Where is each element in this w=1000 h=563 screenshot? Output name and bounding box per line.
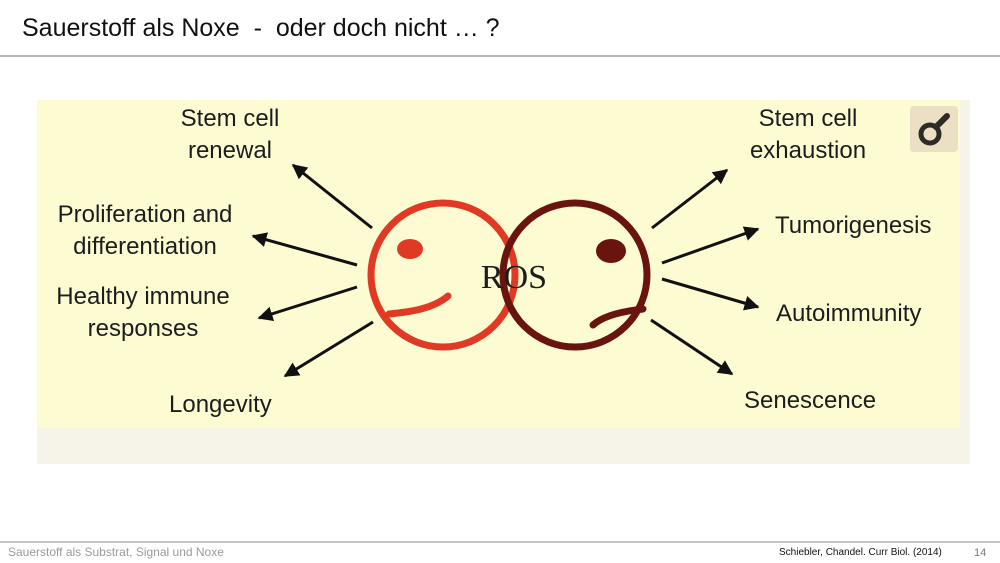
slide-title: Sauerstoff als Noxe - oder doch nicht … …: [22, 14, 500, 42]
happy-face-circle: [367, 199, 519, 351]
arrow-autoimmunity: [661, 277, 760, 311]
ros-label: ROS: [481, 259, 547, 296]
arrow-proliferation: [251, 232, 358, 267]
arrow-tumorigenesis: [661, 226, 760, 265]
page-number: 14: [974, 547, 987, 559]
footer-citation: Schiebler, Chandel. Curr Biol. (2014): [779, 547, 942, 558]
happy-face-smile: [385, 292, 452, 318]
arrow-stem-cell-exhaustion: [651, 168, 729, 230]
arrow-immune-responses: [257, 285, 358, 322]
arrow-longevity: [283, 320, 374, 378]
happy-face-eye: [397, 239, 423, 259]
arrow-stem-cell-renewal: [291, 163, 373, 230]
sad-face-circle: [499, 199, 651, 351]
label-tumorigenesis: Tumorigenesis: [775, 212, 932, 239]
sad-face-frown: [589, 305, 647, 329]
footer-left-text: Sauerstoff als Substrat, Signal und Noxe: [8, 545, 224, 559]
label-proliferation-differentiation: Proliferation and differentiation: [57, 201, 233, 260]
figure: ROS Stem cell renewal Proliferation and …: [37, 100, 970, 464]
sad-face-eye: [596, 239, 626, 263]
arrow-senescence: [650, 318, 734, 376]
figure-panel: [37, 100, 960, 428]
scientific-journal-logo-icon: [910, 106, 958, 152]
label-longevity: Longevity: [169, 391, 272, 418]
label-stem-cell-exhaustion: Stem cell exhaustion: [749, 105, 867, 164]
footer-divider: [0, 541, 1000, 543]
label-stem-cell-renewal: Stem cell renewal: [180, 105, 280, 164]
label-healthy-immune-responses: Healthy immune responses: [56, 283, 230, 342]
title-divider: [0, 55, 1000, 57]
ros-diagram: ROS: [251, 163, 760, 378]
label-autoimmunity: Autoimmunity: [776, 300, 922, 327]
label-senescence: Senescence: [744, 387, 877, 414]
